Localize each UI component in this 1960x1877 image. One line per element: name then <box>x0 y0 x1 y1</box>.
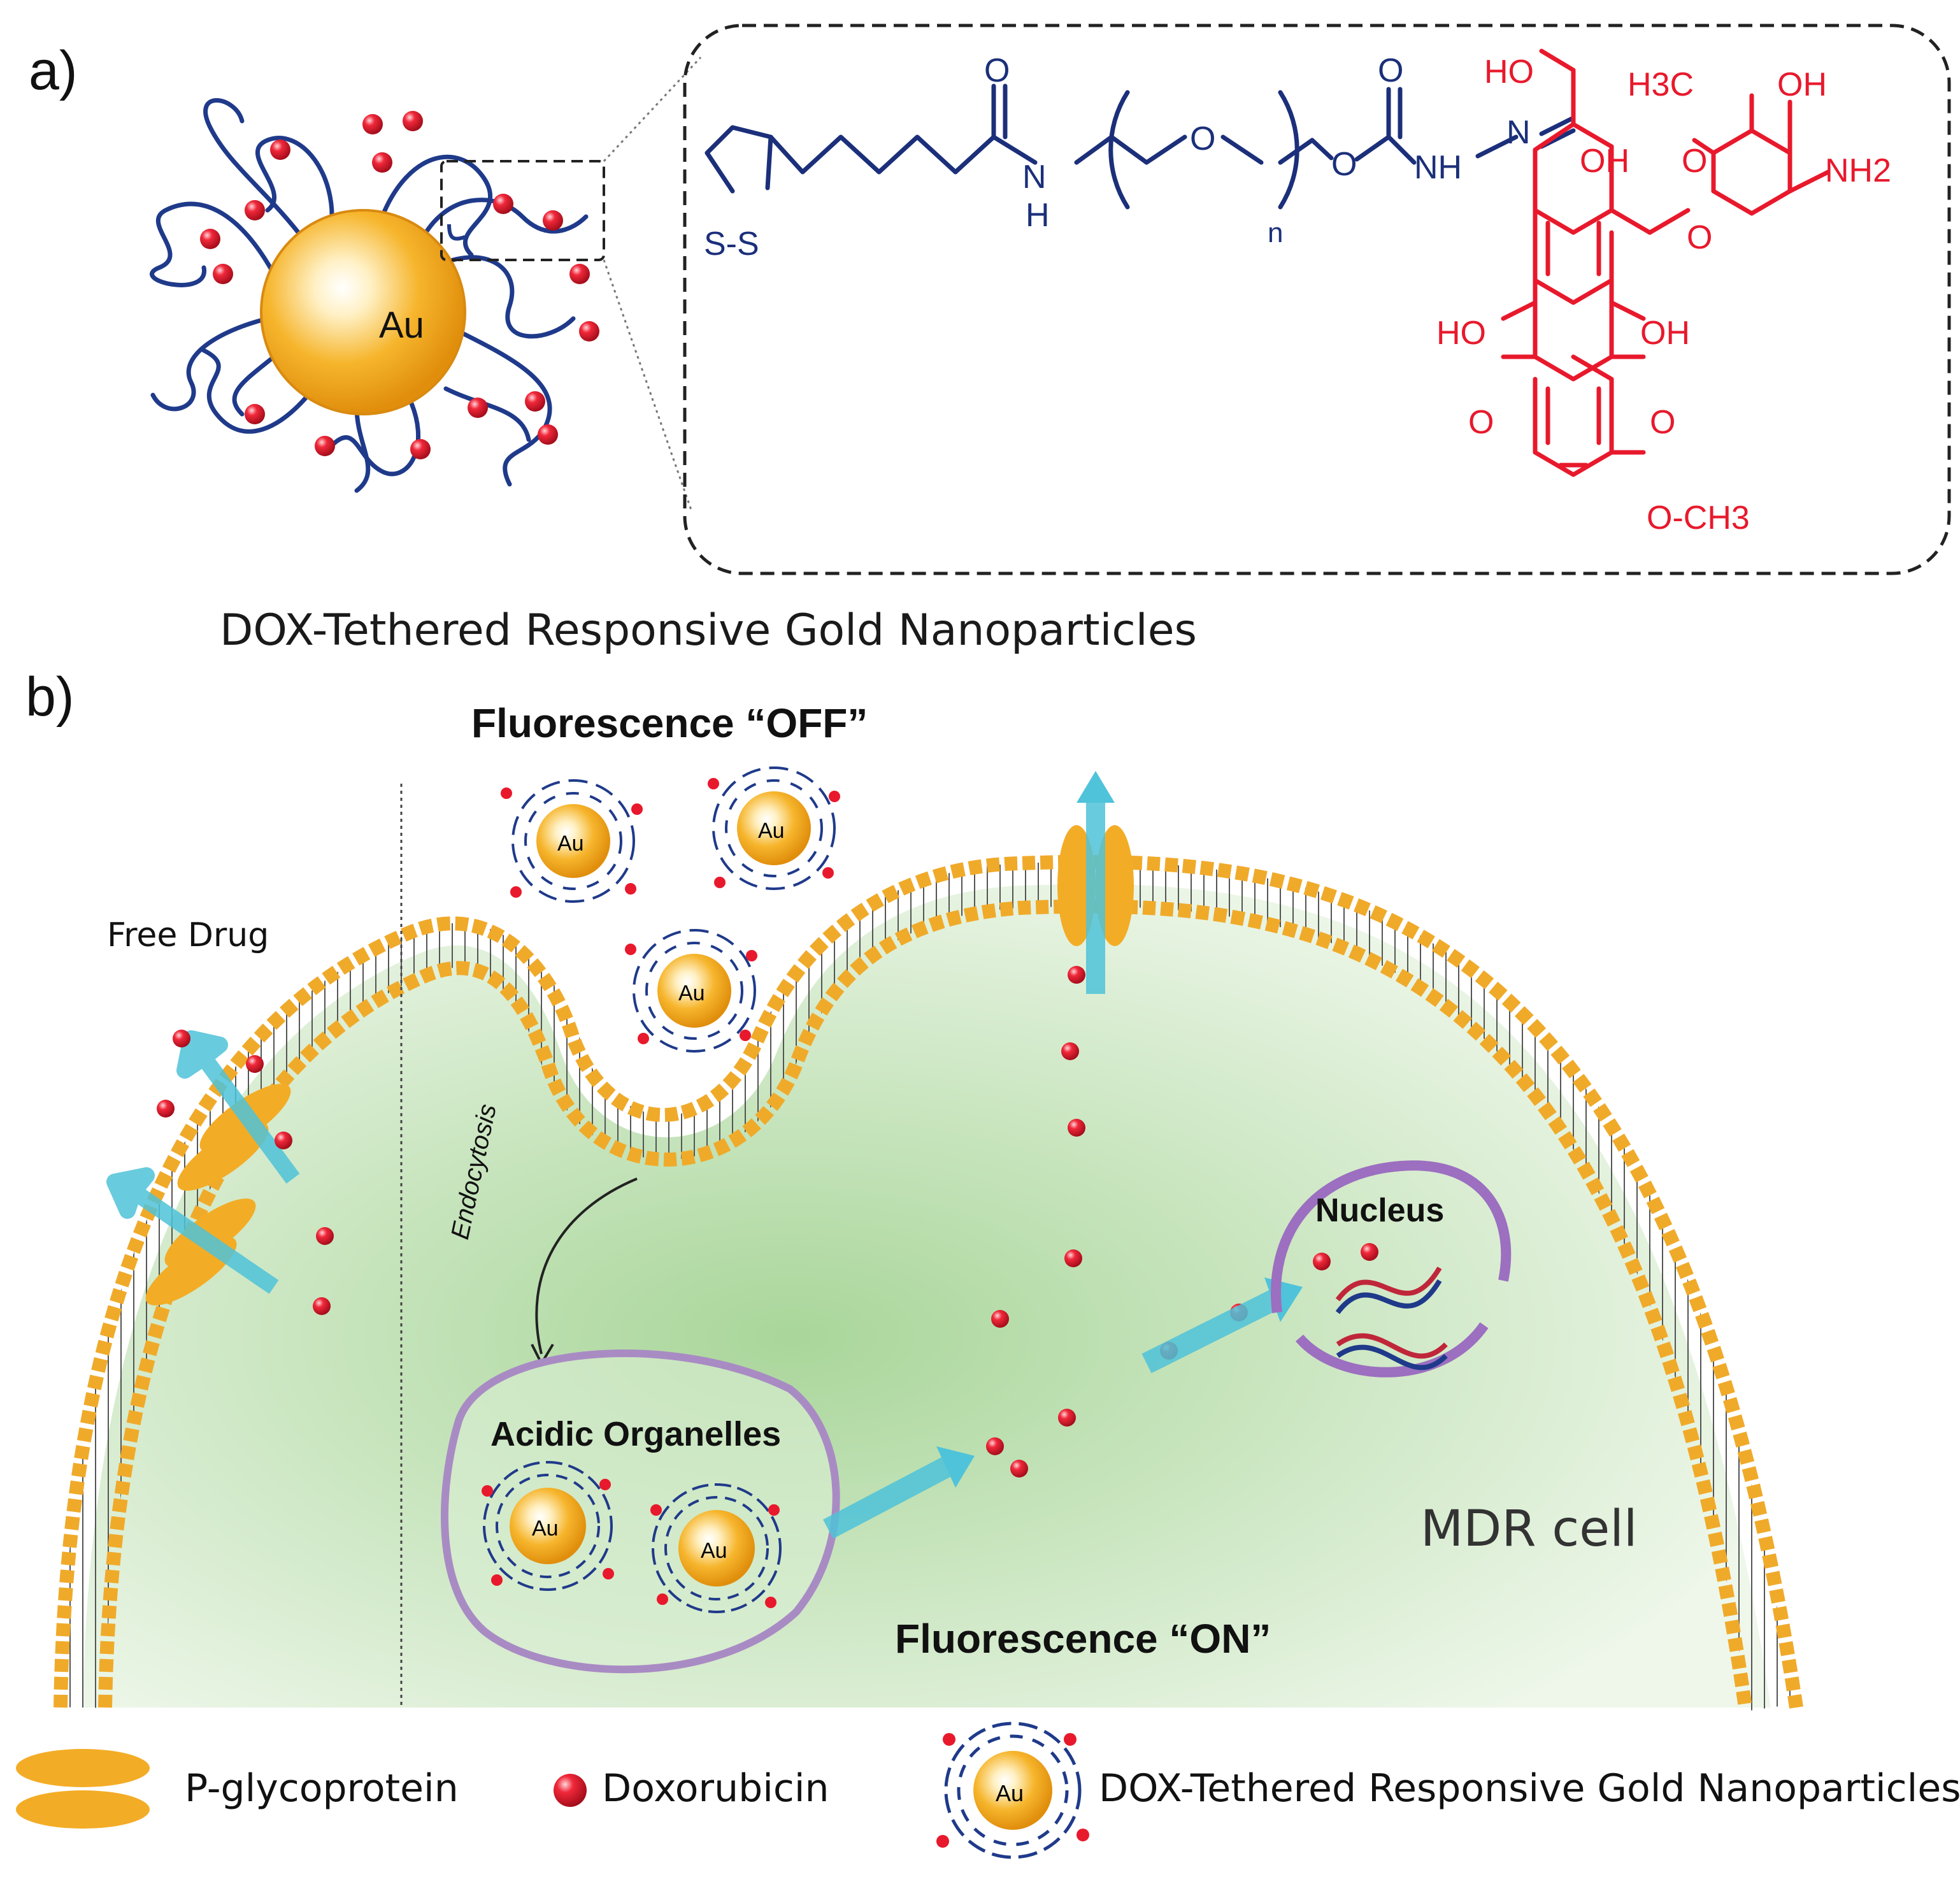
pgp-pump-top <box>1057 771 1134 994</box>
linker-structure <box>705 83 1576 210</box>
svg-text:O: O <box>1650 404 1675 441</box>
np-off-2: Au <box>712 766 836 890</box>
panel-a-caption: DOX-Tethered Responsive Gold Nanoparticl… <box>220 605 1197 656</box>
free-drug-label: Free Drug <box>107 916 269 954</box>
svg-text:HO: HO <box>1484 54 1534 90</box>
svg-text:N: N <box>1506 114 1531 151</box>
svg-text:Au: Au <box>532 1516 559 1541</box>
polymer-corona <box>150 98 589 493</box>
pgp-pumps-left <box>106 1030 300 1305</box>
svg-text:Au: Au <box>996 1780 1024 1806</box>
nucleus-label: Nucleus <box>1315 1192 1445 1229</box>
svg-text:S-S: S-S <box>704 226 759 262</box>
svg-text:O: O <box>1468 404 1494 441</box>
svg-text:OH: OH <box>1777 66 1827 103</box>
dox-spheres <box>200 111 599 459</box>
fluorescence-off-label: Fluorescence “OFF” <box>471 700 868 746</box>
released-dox-dots <box>986 966 1378 1478</box>
panel-a-letter: a) <box>29 40 78 101</box>
legend-np-label: DOX-Tethered Responsive Gold Nanoparticl… <box>1099 1766 1960 1811</box>
panel-a: Au <box>150 24 1951 575</box>
np-dox-dots <box>482 778 840 1608</box>
svg-text:Au: Au <box>758 819 785 843</box>
dox-structure <box>1501 48 1831 477</box>
svg-text:O: O <box>1682 143 1707 180</box>
svg-text:HO: HO <box>1436 315 1486 352</box>
svg-text:NH2: NH2 <box>1825 152 1891 189</box>
svg-text:H: H <box>1026 197 1050 234</box>
svg-text:O-CH3: O-CH3 <box>1647 500 1750 536</box>
legend-pgp-icon <box>16 1749 150 1829</box>
svg-text:NH: NH <box>1414 149 1462 186</box>
zoom-box-small <box>440 160 605 261</box>
np-off-3: Au <box>633 929 756 1053</box>
svg-text:Au: Au <box>557 831 584 856</box>
svg-text:Au: Au <box>678 981 705 1005</box>
svg-text:Au: Au <box>701 1539 727 1563</box>
legend-np-icon: Au <box>936 1722 1089 1859</box>
nucleus <box>1271 1160 1512 1377</box>
mdr-cell-label: MDR cell <box>1420 1500 1638 1558</box>
cell-membrane <box>61 861 1793 1711</box>
np-off-1: Au <box>511 779 635 903</box>
dox-atoms: HO OH H3C OH O NH2 O HO OH O O O-CH3 <box>1436 54 1891 536</box>
svg-text:n: n <box>1268 217 1283 248</box>
legend-dox-icon <box>554 1774 587 1807</box>
release-arrow <box>823 1455 954 1539</box>
linker-atoms: S-S O N H O n O O NH N <box>704 52 1531 262</box>
legend: Au <box>16 1722 1089 1859</box>
nucleus-arrow <box>1141 1290 1279 1374</box>
endocytosis-arrow <box>535 1177 638 1355</box>
svg-text:OH: OH <box>1640 315 1690 352</box>
acidic-organelles-label: Acidic Organelles <box>490 1415 782 1453</box>
zoom-box-large <box>683 24 1951 575</box>
svg-text:O: O <box>1378 52 1403 89</box>
au-label: Au <box>379 305 424 346</box>
np-on-1: Au <box>483 1461 613 1591</box>
svg-text:O: O <box>984 52 1010 89</box>
panel-b-letter: b) <box>25 666 75 728</box>
svg-text:O: O <box>1190 120 1215 157</box>
gold-core <box>260 209 466 415</box>
zoom-connector-top <box>603 56 702 162</box>
panel-b: Au Au Au Au <box>54 766 1803 1711</box>
svg-text:O: O <box>1331 146 1357 183</box>
np-on-2: Au <box>652 1483 782 1613</box>
zoom-connector-bottom <box>603 259 692 510</box>
legend-dox-label: Doxorubicin <box>602 1766 829 1811</box>
legend-pgp-label: P-glycoprotein <box>185 1766 459 1811</box>
svg-text:H3C: H3C <box>1627 66 1694 103</box>
svg-text:N: N <box>1022 159 1047 196</box>
fluorescence-on-label: Fluorescence “ON” <box>895 1616 1271 1662</box>
svg-text:O: O <box>1687 219 1712 256</box>
svg-text:OH: OH <box>1580 143 1629 180</box>
free-drug-dots <box>157 1030 334 1315</box>
